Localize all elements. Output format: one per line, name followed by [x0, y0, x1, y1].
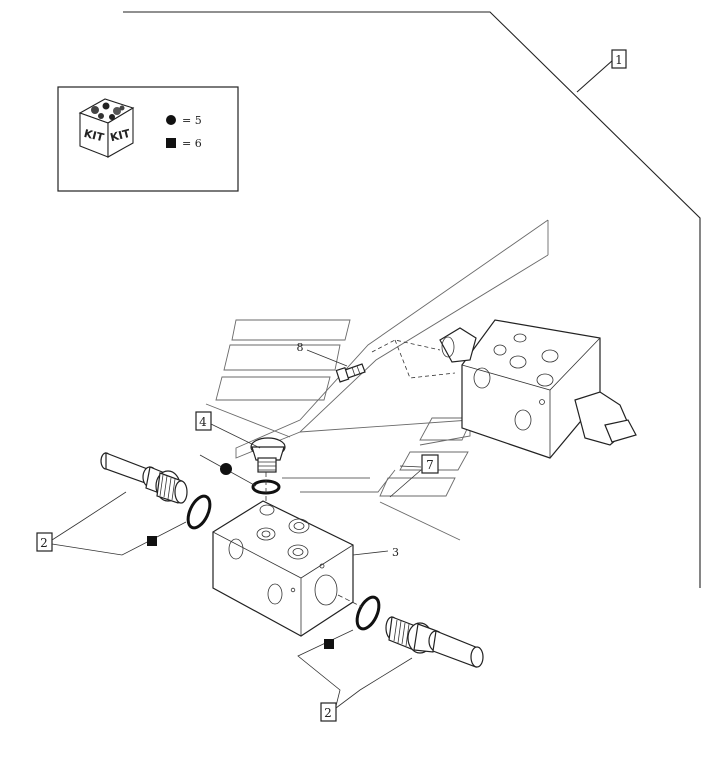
callout-2-lower-leader-a [335, 657, 413, 709]
callout-1[interactable]: 1 [611, 49, 627, 69]
kit-box-icon: KIT KIT [78, 98, 135, 158]
fitting-lower-right [385, 616, 484, 668]
fitting-upper-left [100, 452, 188, 504]
callout-3-text[interactable]: 3 [392, 546, 399, 559]
bolt [335, 363, 366, 383]
callout-1-leader [576, 59, 614, 93]
callout-2-lower-text: 2 [324, 706, 332, 720]
callout-2-upper[interactable]: 2 [36, 532, 53, 552]
callout-4-text: 4 [199, 415, 207, 429]
assembly-bracket-line [123, 11, 701, 588]
kit-label-left: KIT [83, 127, 106, 145]
plug [250, 437, 286, 473]
circle-kit-marker-plug [220, 463, 232, 475]
callout-3-leader [352, 550, 389, 556]
square-kit-marker-lower [324, 639, 334, 649]
callout-8-text[interactable]: 8 [297, 341, 304, 354]
callout-7-leader-b [399, 465, 422, 468]
callout-8-leader [306, 349, 348, 367]
fitting-upper-left-o-ring [186, 494, 212, 530]
callout-1-text: 1 [615, 53, 623, 67]
callout-2-lower[interactable]: 2 [320, 702, 337, 722]
block-axis-line [337, 594, 363, 608]
valve-block [212, 500, 354, 637]
callout-2-upper-text: 2 [40, 536, 48, 550]
fitting-lower-right-o-ring [355, 595, 381, 631]
kit-label-right: KIT [109, 127, 132, 145]
callout-2-upper-leader-a [51, 491, 127, 541]
assembled-valve-upper [371, 319, 637, 459]
circle-kit-text: = 5 [182, 114, 202, 127]
circle-kit-symbol [166, 115, 176, 125]
callout-7[interactable]: 7 [421, 454, 439, 474]
callout-7-text: 7 [426, 458, 434, 472]
square-kit-symbol [166, 138, 176, 148]
callout-4[interactable]: 4 [195, 411, 212, 431]
callout-4-leader-a [210, 423, 261, 449]
ghost-bracket [205, 219, 549, 541]
square-kit-marker-upper [147, 536, 157, 546]
kit-legend: KIT KIT = 5 = 6 [57, 86, 239, 192]
callout-2-upper-leader-b [51, 521, 187, 556]
square-kit-text: = 6 [182, 137, 202, 150]
callout-7-leader-a [389, 469, 422, 498]
